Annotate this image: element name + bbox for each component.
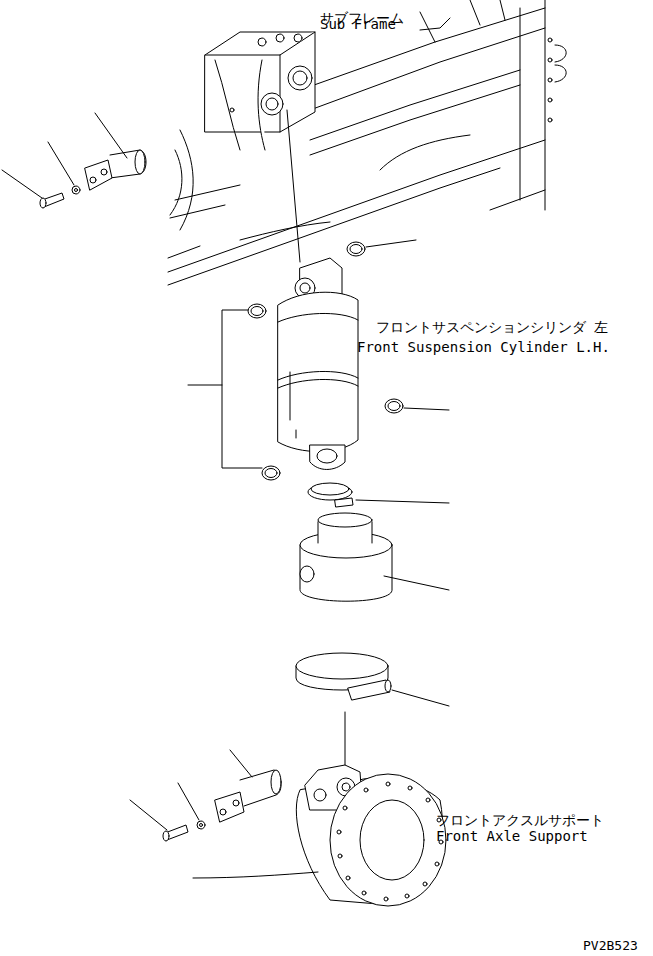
part-name-jp: フロントアクスルサポート <box>436 812 604 828</box>
part-name-jp: フロントサスペンションシリンダ 左 <box>376 319 608 335</box>
hose-clamp <box>308 483 353 507</box>
part-name-en: Sub Frame <box>320 16 396 32</box>
lower-pin-set <box>163 770 281 841</box>
leader-lines <box>2 113 449 878</box>
center-line <box>345 712 346 768</box>
part-name-en: Front Suspension Cylinder L.H. <box>357 339 610 355</box>
suspension-cylinder <box>278 258 358 470</box>
center-line <box>287 110 300 262</box>
frame-bracket <box>205 32 315 150</box>
band-clamp <box>296 653 391 700</box>
part-name-en: Front Axle Support <box>436 828 588 844</box>
o-rings <box>248 242 403 480</box>
front-axle-support <box>296 765 446 906</box>
upper-pin-set <box>40 150 146 208</box>
sub-frame <box>168 0 566 285</box>
drawing-number: PV2B523 <box>583 938 638 954</box>
dust-boot <box>300 513 392 601</box>
